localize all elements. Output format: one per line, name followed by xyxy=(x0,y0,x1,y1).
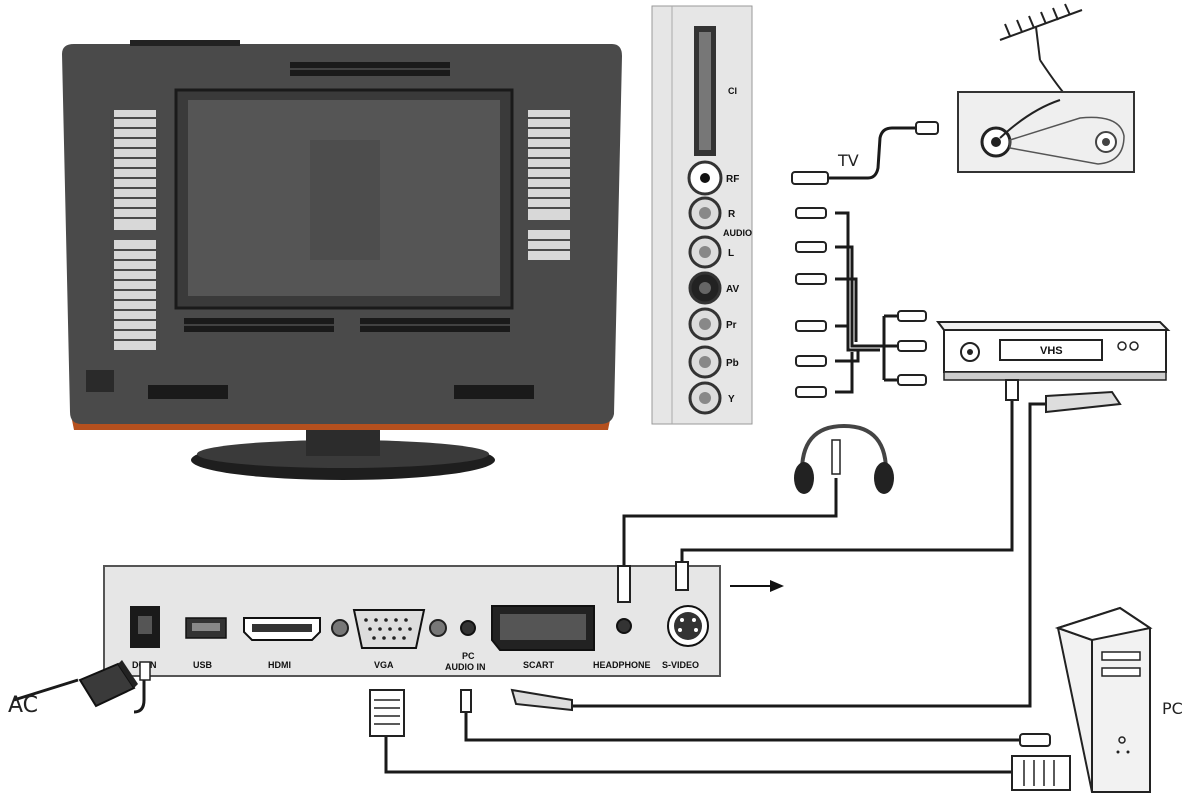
scart-plug-panel xyxy=(510,688,573,712)
pc-audio-plug-pc xyxy=(1019,733,1051,747)
pc-audio-in-jack xyxy=(460,620,476,636)
side-input-panel: CI RF R AUDIO L AV Pr Pb Y xyxy=(651,5,753,425)
headphone-plug xyxy=(617,565,631,603)
pb-label: Pb xyxy=(726,358,739,369)
hdmi-label: HDMI xyxy=(268,660,291,670)
scart-label: SCART xyxy=(523,660,555,670)
rf-jack xyxy=(687,160,723,196)
y-label: Y xyxy=(728,394,735,405)
pc-audio-label-line1: PC xyxy=(462,651,475,661)
svideo-plug xyxy=(675,561,689,591)
bottom-connector-panel: DC IN USB HDMI VGA PC AUDIO IN SCART HEA… xyxy=(103,565,721,677)
headphone-icon xyxy=(794,423,894,494)
rf-plug-left xyxy=(791,171,829,185)
tv-label: TV xyxy=(837,151,859,170)
vga-plug-panel xyxy=(369,689,405,737)
pc-tower-icon xyxy=(1054,606,1153,793)
antenna-icon xyxy=(999,3,1083,101)
tv-rear-view xyxy=(62,40,622,480)
pc-label: PC xyxy=(1162,699,1183,718)
cables xyxy=(13,126,1046,774)
audio-label: AUDIO xyxy=(723,228,752,238)
usb-label: USB xyxy=(193,660,213,670)
audio-r-label: R xyxy=(728,209,736,220)
headphone-jack xyxy=(616,618,632,634)
scart-plug-vhs xyxy=(1045,390,1122,414)
arrow-right-icon xyxy=(730,580,784,592)
vga-plug-pc xyxy=(1011,755,1071,791)
rca-plugs xyxy=(795,207,927,398)
svideo-plug-vhs xyxy=(1005,379,1019,401)
pr-label: Pr xyxy=(726,320,737,331)
vhs-player: VHS xyxy=(936,321,1171,381)
rf-plug-right xyxy=(915,121,939,135)
pc-audio-label-line2: AUDIO IN xyxy=(445,662,486,672)
av-label: AV xyxy=(726,284,739,295)
ac-adapter-icon xyxy=(78,660,151,708)
ac-label: AC xyxy=(8,693,38,718)
rf-label: RF xyxy=(726,174,739,185)
ci-label: CI xyxy=(728,86,737,96)
wall-antenna-socket xyxy=(957,91,1135,173)
vga-label: VGA xyxy=(374,660,394,670)
audio-l-label: L xyxy=(728,248,734,259)
headphone-label: HEADPHONE xyxy=(593,660,651,670)
pc-audio-plug xyxy=(460,689,472,713)
s-video-label: S-VIDEO xyxy=(662,660,699,670)
vhs-label: VHS xyxy=(1040,345,1063,357)
